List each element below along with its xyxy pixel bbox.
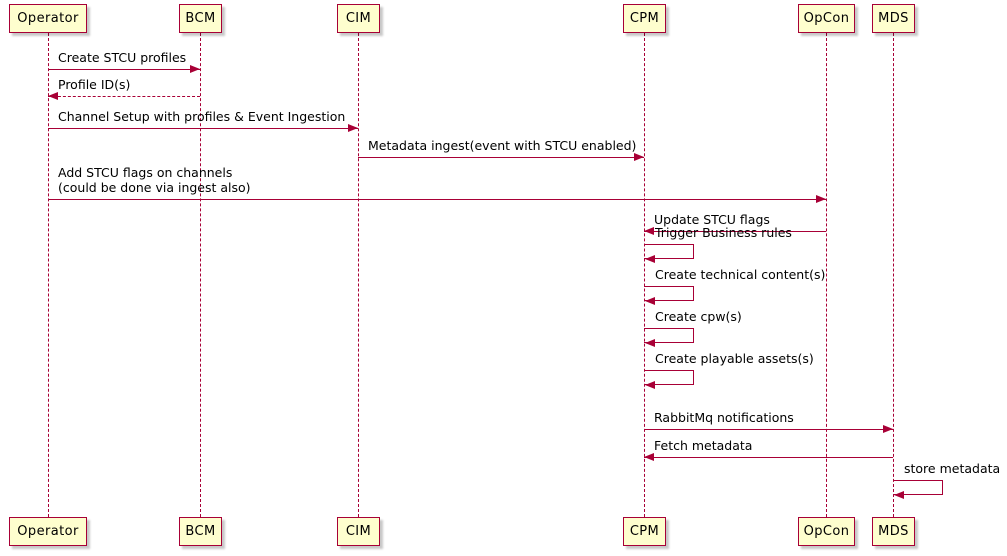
self-message-loop-13[interactable] xyxy=(893,480,943,495)
message-label-5: Add STCU flags on channels (could be don… xyxy=(58,165,251,195)
message-line-5[interactable] xyxy=(48,199,826,200)
participant-top-operator[interactable]: Operator xyxy=(9,4,87,33)
message-label-4: Metadata ingest(event with STCU enabled) xyxy=(368,138,637,153)
message-label-6: Update STCU flags xyxy=(654,212,770,227)
participant-bottom-cim[interactable]: CIM xyxy=(337,517,380,546)
lifeline-opcon xyxy=(825,33,827,517)
message-label-3: Channel Setup with profiles & Event Inge… xyxy=(58,109,346,124)
participant-bottom-bcm[interactable]: BCM xyxy=(179,517,222,546)
message-label-12: Fetch metadata xyxy=(654,438,753,453)
participant-bottom-cpm[interactable]: CPM xyxy=(623,517,666,546)
participant-top-bcm[interactable]: BCM xyxy=(179,4,222,33)
lifeline-operator xyxy=(47,33,49,517)
participant-label: MDS xyxy=(878,524,909,539)
self-message-loop-7[interactable] xyxy=(644,244,694,259)
message-label-11: RabbitMq notifications xyxy=(654,410,794,425)
message-line-3[interactable] xyxy=(48,128,358,129)
message-label-7: Trigger Business rules xyxy=(655,225,792,240)
message-line-4[interactable] xyxy=(358,157,644,158)
participant-bottom-opcon[interactable]: OpCon xyxy=(798,517,855,546)
message-line-6[interactable] xyxy=(644,231,826,232)
message-line-1[interactable] xyxy=(48,69,200,70)
participant-label: CPM xyxy=(629,524,660,539)
message-line-12[interactable] xyxy=(644,457,893,458)
participant-top-cpm[interactable]: CPM xyxy=(623,4,666,33)
participant-bottom-operator[interactable]: Operator xyxy=(9,517,87,546)
message-label-8: Create technical content(s) xyxy=(655,267,826,282)
participant-label: Operator xyxy=(17,524,79,539)
participant-label: CPM xyxy=(629,11,660,26)
participant-top-cim[interactable]: CIM xyxy=(337,4,380,33)
participant-label: OpCon xyxy=(803,524,850,539)
message-label-2: Profile ID(s) xyxy=(58,77,131,92)
participant-label: BCM xyxy=(185,524,216,539)
self-message-loop-9[interactable] xyxy=(644,328,694,343)
participant-bottom-mds[interactable]: MDS xyxy=(872,517,915,546)
message-label-9: Create cpw(s) xyxy=(655,309,742,324)
message-line-2[interactable] xyxy=(48,96,200,97)
participant-label: Operator xyxy=(17,11,79,26)
participant-label: BCM xyxy=(185,11,216,26)
message-label-1: Create STCU profiles xyxy=(58,50,187,65)
self-message-loop-8[interactable] xyxy=(644,286,694,301)
participant-top-mds[interactable]: MDS xyxy=(872,4,915,33)
lifeline-cpm xyxy=(643,33,645,517)
participant-label: OpCon xyxy=(803,11,850,26)
lifeline-bcm xyxy=(199,33,201,517)
lifeline-mds xyxy=(892,33,894,517)
self-message-loop-10[interactable] xyxy=(644,370,694,385)
lifeline-cim xyxy=(357,33,359,517)
participant-label: CIM xyxy=(345,524,372,539)
participant-top-opcon[interactable]: OpCon xyxy=(798,4,855,33)
message-label-13: store metadata xyxy=(904,461,1001,476)
participant-label: CIM xyxy=(345,11,372,26)
message-line-11[interactable] xyxy=(644,429,893,430)
message-label-10: Create playable assets(s) xyxy=(655,351,814,366)
participant-label: MDS xyxy=(878,11,909,26)
